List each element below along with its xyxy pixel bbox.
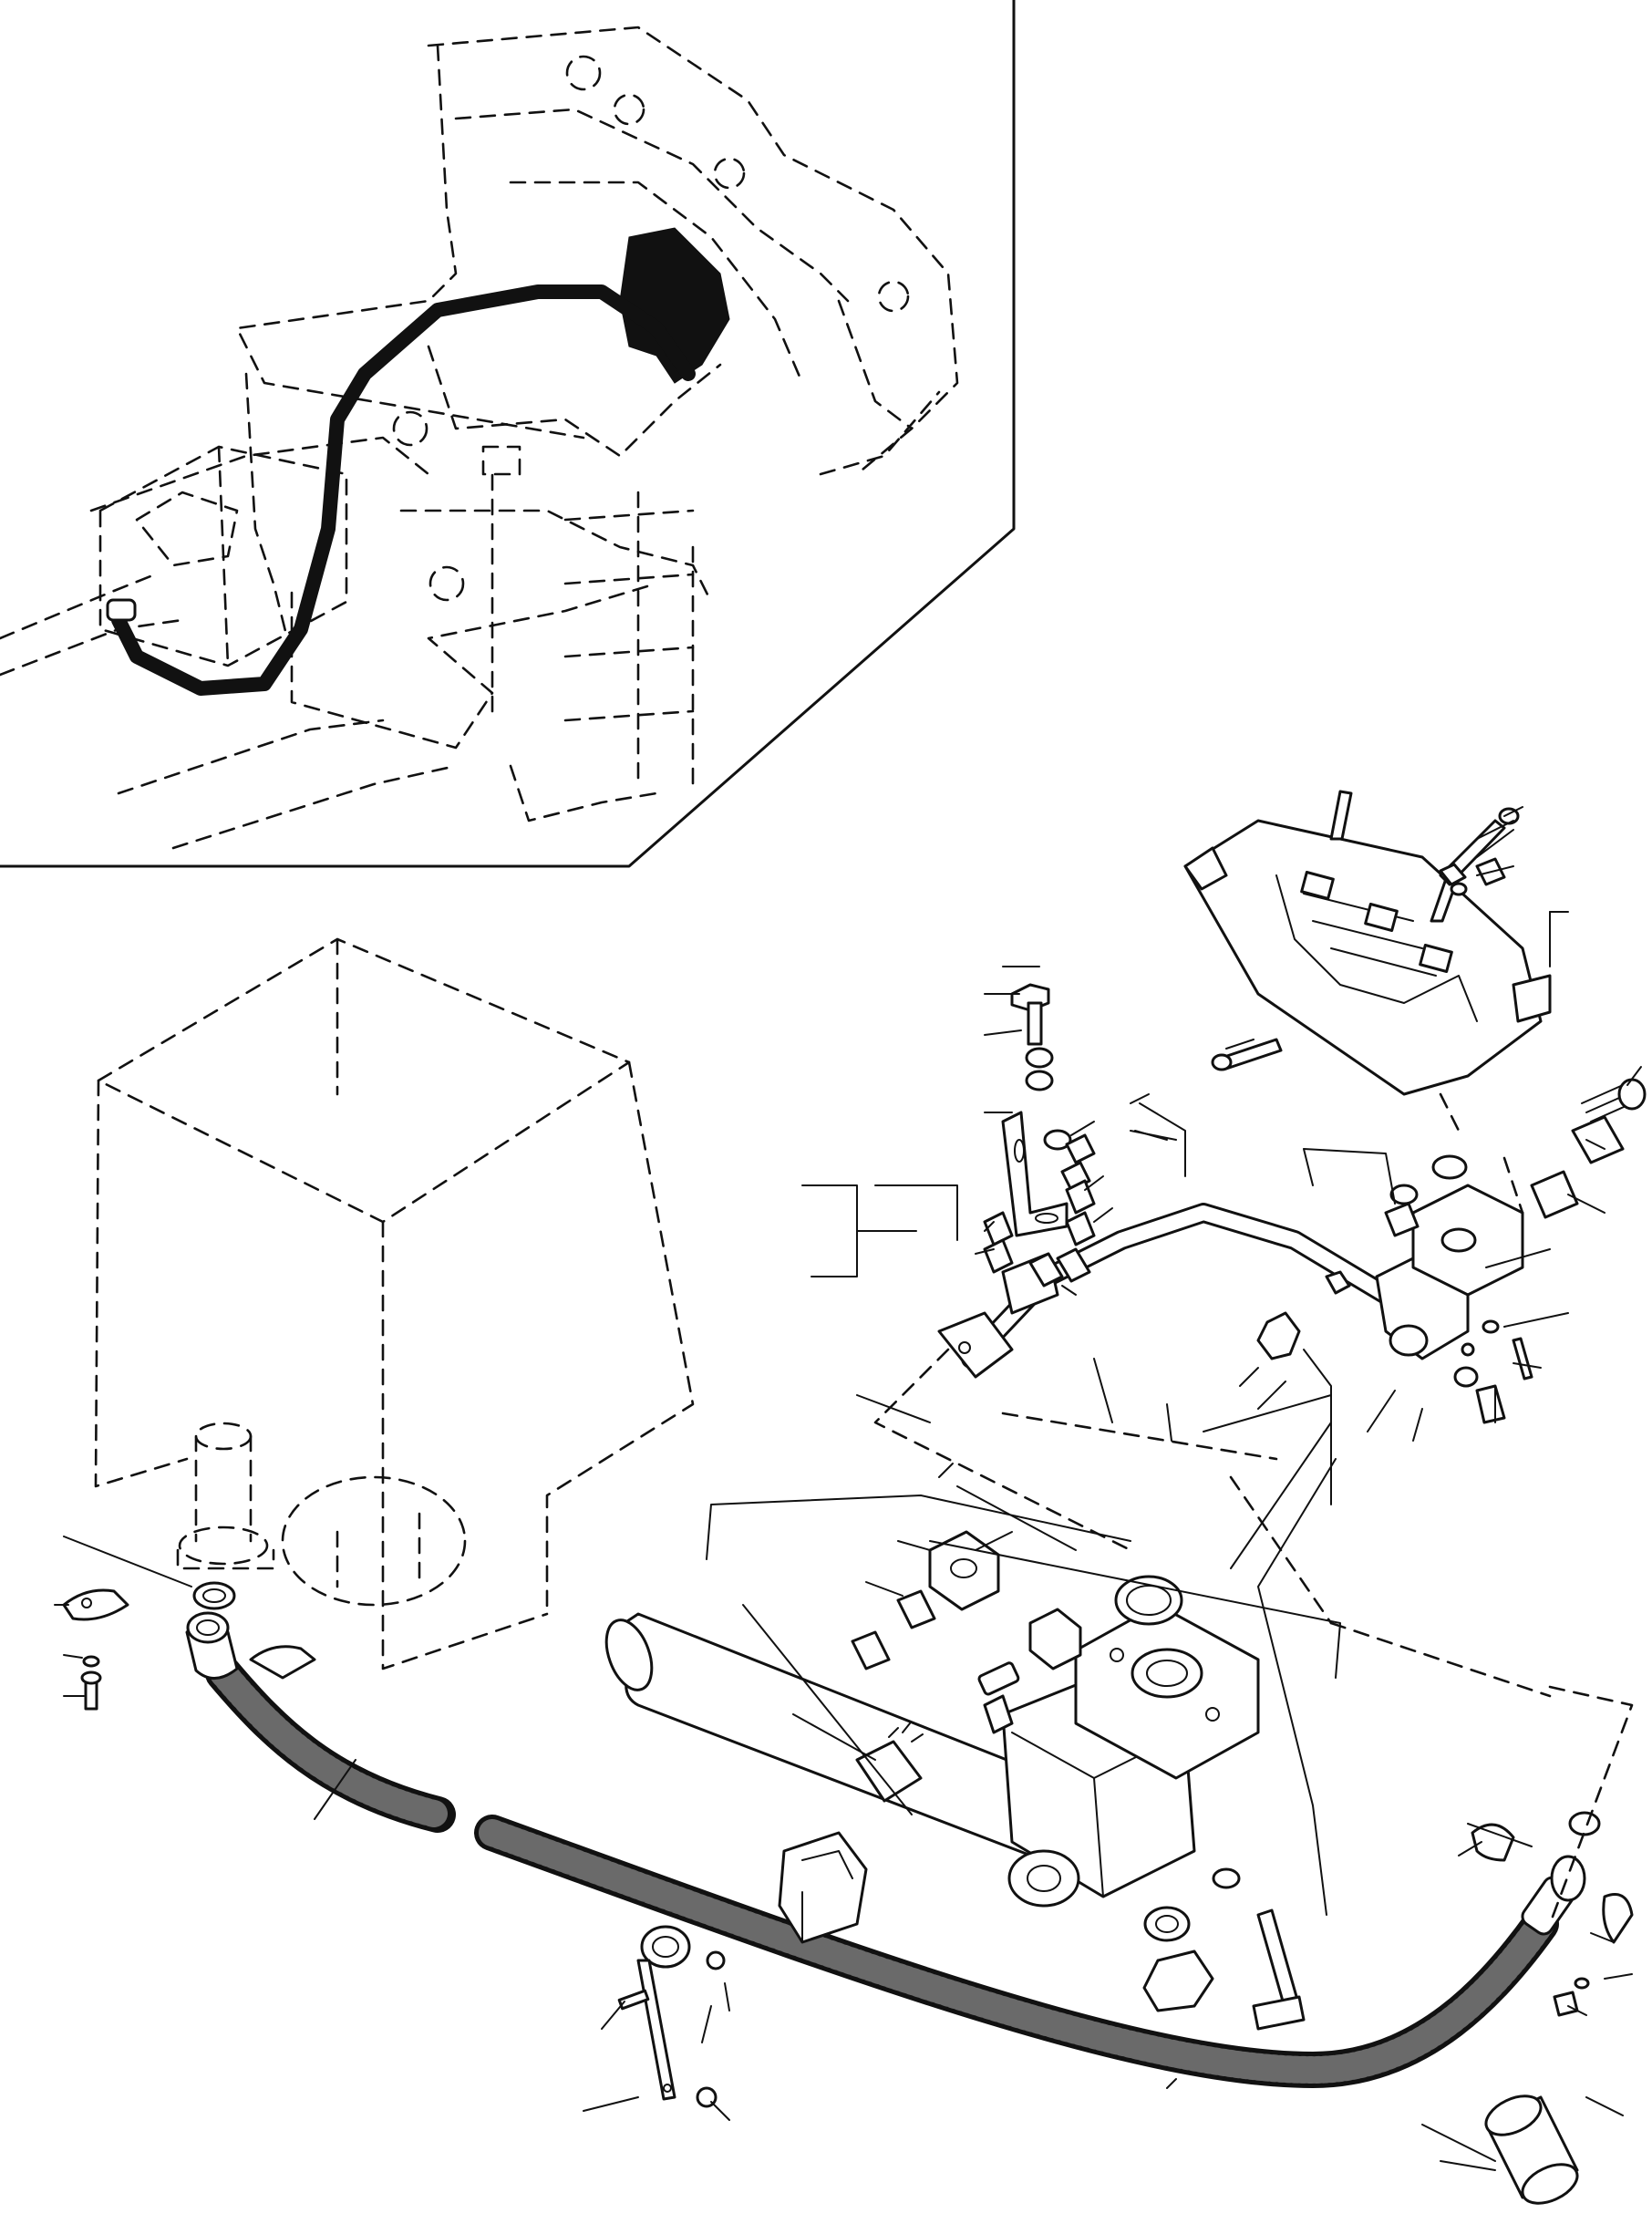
suction-hose <box>185 1611 1586 2089</box>
inset-view <box>0 0 1016 868</box>
inset-pipe <box>111 284 696 696</box>
hose-clamp-strap <box>617 1925 726 2108</box>
inset-frame-outline <box>0 26 959 850</box>
tube-assembly-small <box>937 1078 1647 1424</box>
tube-elbow-assembly <box>604 1530 1306 2031</box>
control-valve-block <box>1183 790 1552 1096</box>
mounting-bracket-set <box>983 983 1096 1288</box>
inset-pipe-end <box>106 598 137 622</box>
explode-lines <box>706 1349 1341 1916</box>
hydraulic-tank-outline <box>94 937 695 1670</box>
main-view <box>54 790 1647 2205</box>
callout-leaders <box>54 806 1642 2171</box>
tank-flange-set <box>62 1581 316 1711</box>
right-flange-set <box>1471 1811 1634 2205</box>
inset-border <box>0 0 1016 868</box>
